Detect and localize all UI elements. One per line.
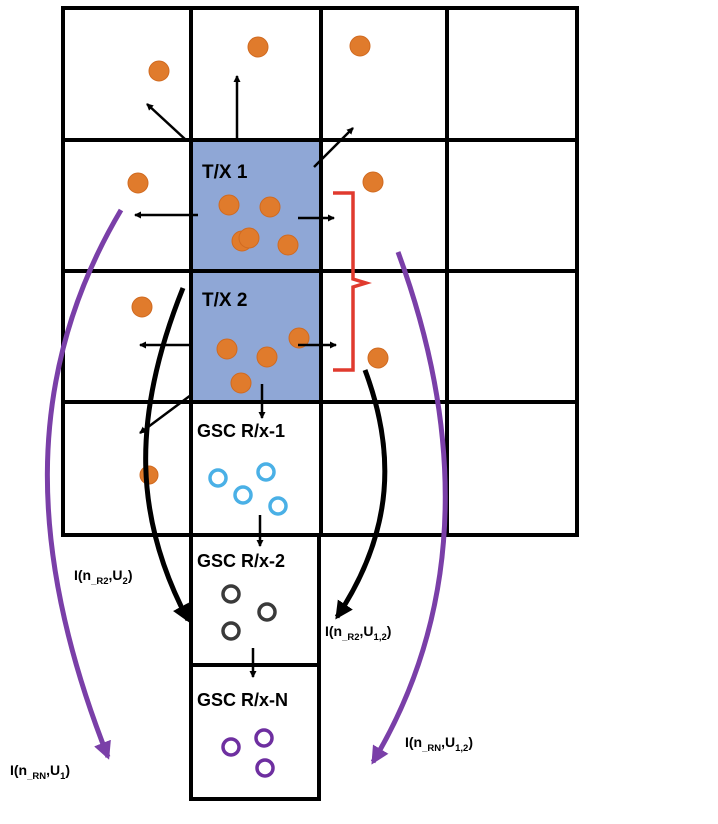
tx2-label: T/X 2: [202, 290, 247, 311]
arrow-icon: [44, 208, 124, 760]
interference-label-rn-u12: I(n_RN,U1,2): [405, 734, 473, 754]
arrow-icon: [313, 127, 354, 168]
rx2-label: GSC R/x-2: [197, 551, 285, 571]
arrow-icon: [146, 103, 187, 141]
arrow-icon: [334, 369, 388, 620]
rxn-cell: [189, 663, 321, 801]
rxn-label: GSC R/x-N: [197, 690, 288, 710]
rx1-label: GSC R/x-1: [197, 421, 285, 441]
tx1-label: T/X 1: [202, 162, 248, 183]
interference-label-rn-u1: I(n_RN,U1): [10, 762, 70, 782]
arrow-icon: [370, 251, 448, 765]
tx1-cell: [191, 140, 321, 271]
arrow-icon: [143, 287, 191, 623]
interference-label-r2-u12: I(n_R2,U1,2): [325, 623, 391, 643]
bracket-icon: [333, 191, 372, 372]
rxn-rings: [221, 728, 275, 778]
rx1-rings: [208, 462, 288, 516]
long-range-arrows: [44, 208, 448, 765]
cell-grid: [61, 6, 579, 537]
interference-label-r2-u2: I(n_R2,U2): [74, 567, 133, 587]
rx2-rings: [221, 584, 277, 641]
interference-arrows: [143, 287, 388, 623]
